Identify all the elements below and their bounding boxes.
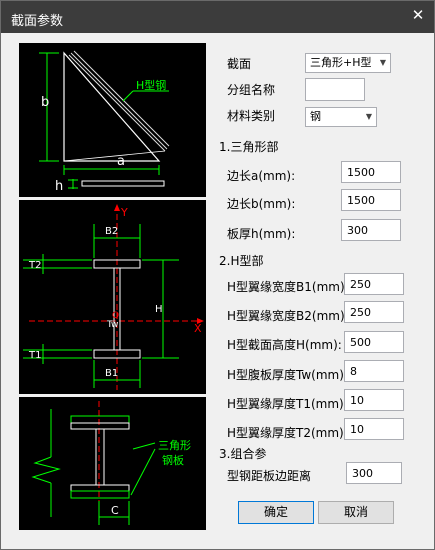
h-steel-label: H型钢 [136,78,166,92]
tw-label: Tw [106,320,118,330]
group-name-input[interactable] [305,78,365,101]
triangle-section-heading: 1.三角形部 [219,140,279,154]
side-b-input[interactable] [341,189,401,211]
triangle-outline [63,51,161,162]
t2-label: T2 [28,260,41,271]
material-select[interactable]: 钢 ▼ [305,107,377,127]
combined-diagram: 三角形 钢板 C [19,397,206,530]
h-section-drawing: Y X B2 B1 T2 T1 H [23,204,204,390]
section-label: 截面 [227,57,252,71]
b1-label: B1 [105,368,118,379]
x-axis-label: X [194,322,202,335]
b1-width-input[interactable] [344,273,404,295]
b1-width-label: H型翼缘宽度B1(mm): [227,280,349,294]
edge-distance-label: 型钢距板边距离 [227,469,312,483]
triangle-diagram-drawing: b a H型钢 h [39,50,170,194]
dropdown-arrow-icon: ▼ [365,112,372,121]
h-height-field-label: H型截面高度H(mm): [227,338,342,352]
group-name-label: 分组名称 [227,83,276,97]
combined-web-shape [95,428,105,486]
close-icon[interactable]: ✕ [411,6,425,24]
t2-thickness-label: H型翼缘厚度T2(mm): [227,426,348,440]
origin-label: O [112,311,119,321]
plate-thickness-shape [81,180,165,187]
t1-label: T1 [28,350,41,361]
bottom-flange-shape [93,349,141,359]
h-height-input[interactable] [344,331,404,353]
side-a-label: 边长a(mm): [227,169,296,183]
plate-thickness-label: 板厚h(mm): [227,227,296,241]
plate-label-line1: 三角形 [158,439,191,452]
h-height-label: H [155,304,163,315]
h-dimension-label: h [55,179,63,194]
title-bar[interactable]: 截面参数 ✕ [1,1,434,33]
b2-width-label: H型翼缘宽度B2(mm): [227,309,349,323]
cancel-button[interactable]: 取消 [318,501,394,524]
triangle-diagram: b a H型钢 h [19,43,206,197]
tw-thickness-input[interactable] [344,360,404,382]
combined-drawing: 三角形 钢板 C [31,401,191,527]
section-select-value: 三角形+H型 [310,56,372,69]
b-dimension-label: b [41,95,49,110]
t1-thickness-label: H型翼缘厚度T1(mm): [227,397,348,411]
material-select-value: 钢 [310,110,321,123]
plate-thickness-input[interactable] [341,219,401,241]
ok-button[interactable]: 确定 [238,501,314,524]
t1-thickness-input[interactable] [344,389,404,411]
b2-width-input[interactable] [344,301,404,323]
dropdown-arrow-icon: ▼ [379,58,386,67]
tw-thickness-label: H型腹板厚度Tw(mm): [227,368,348,382]
plate-label-line2: 钢板 [162,453,184,467]
material-label: 材料类别 [227,109,276,123]
section-select[interactable]: 三角形+H型 ▼ [305,53,391,73]
edge-distance-input[interactable] [346,462,402,484]
c-dimension-label: C [111,504,119,517]
y-axis-label: Y [120,206,128,219]
b2-label: B2 [105,226,118,237]
t2-thickness-input[interactable] [344,418,404,440]
h-section-diagram: Y X B2 B1 T2 T1 H [19,200,206,394]
top-plate-shape [70,415,130,424]
combo-section-heading: 3.组合参 [219,447,267,461]
h-section-heading: 2.H型部 [219,254,264,268]
bottom-plate-shape [70,490,130,499]
side-a-input[interactable] [341,161,401,183]
window-title: 截面参数 [11,14,64,29]
a-dimension-label: a [117,154,125,169]
side-b-label: 边长b(mm): [227,197,296,211]
